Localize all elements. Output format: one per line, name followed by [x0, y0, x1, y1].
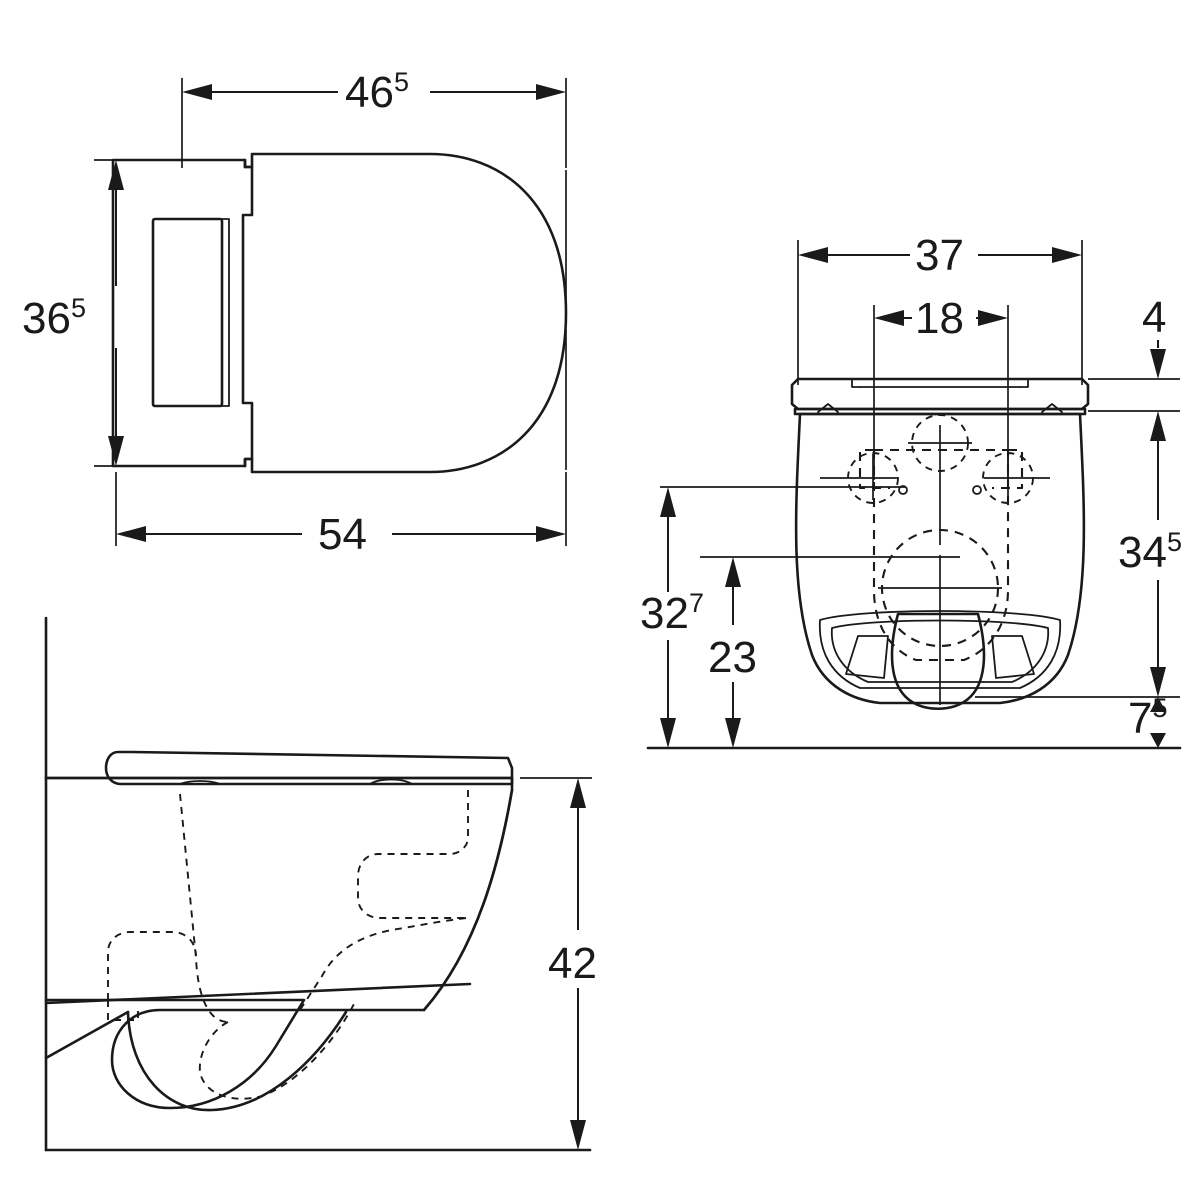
dimension-54: 54: [116, 510, 566, 559]
front-seat-buffer-left: [817, 403, 839, 413]
side-rear-skirt-line: [44, 982, 472, 1005]
side-inlet-pocket-bottom: [107, 1000, 139, 1021]
side-bowl-underside-curve: [126, 1010, 348, 1112]
front-rim-facet-left: [845, 635, 889, 679]
hinge-block: [151, 217, 224, 408]
top-view-group: 465 365 54: [22, 67, 568, 559]
pilot-hole-left: [898, 485, 908, 495]
fixing-plate-right-tab: [992, 448, 1024, 490]
hinge-block-inner-edge: [221, 218, 230, 407]
side-flush-channel-hidden: [179, 793, 229, 1023]
front-rim-facet-right: [991, 635, 1035, 679]
dimension-7-5-label: 75: [1128, 693, 1168, 743]
front-lid-notch-left: [851, 378, 861, 388]
dimension-23: 23: [708, 557, 757, 748]
dimension-32-7: 327: [640, 487, 704, 748]
dimension-46-5: 465: [182, 67, 566, 117]
dimension-37: 37: [798, 231, 1082, 280]
front-lid-notch-right: [1019, 378, 1029, 388]
side-view-group: 42: [44, 616, 597, 1152]
front-bowl-rim: [818, 610, 1062, 689]
front-pan-body-outline: [794, 412, 1086, 705]
dimension-36-5-label: 365: [22, 293, 86, 343]
side-rim-channel-hidden: [357, 790, 469, 919]
front-seat-buffer-right: [1041, 403, 1063, 413]
side-seat-buffer-rear: [179, 780, 221, 785]
dimension-18-label: 18: [915, 294, 964, 343]
lid-plan-outline: [243, 152, 568, 474]
side-inlet-pocket-hidden: [107, 931, 197, 1000]
dimension-34-5: 345: [1118, 411, 1182, 697]
dimension-4: 4: [1142, 293, 1166, 379]
front-view-group: 37 18 4 345 75: [640, 231, 1182, 750]
dimension-54-label: 54: [318, 510, 367, 559]
front-seat-ring: [793, 407, 1087, 416]
fixing-plate-left-tab: [858, 448, 890, 490]
dimension-4-label: 4: [1142, 293, 1166, 342]
front-view-cross-marks: [820, 442, 1050, 589]
pilot-hole-right: [972, 485, 982, 495]
dimension-42-label: 42: [548, 939, 597, 988]
side-trap-hidden: [198, 999, 357, 1100]
front-outlet-bulb: [890, 612, 986, 710]
fixing-plate-hidden-outline: [872, 450, 1010, 662]
side-seat-buffer-front: [369, 778, 413, 785]
dimension-46-5-label: 465: [345, 67, 409, 117]
top-view-extension-lines: [94, 78, 567, 546]
side-rim-channel-lower: [299, 917, 467, 1011]
dimension-23-label: 23: [708, 633, 757, 682]
dimension-32-7-label: 327: [640, 588, 704, 638]
dimension-7-5: 75: [1128, 693, 1168, 748]
front-bowl-rim-inner: [831, 619, 1049, 683]
dimension-34-5-label: 345: [1118, 527, 1182, 577]
dimension-42: 42: [548, 778, 597, 1150]
dimension-18: 18: [874, 294, 1008, 343]
dimension-37-label: 37: [915, 231, 964, 280]
